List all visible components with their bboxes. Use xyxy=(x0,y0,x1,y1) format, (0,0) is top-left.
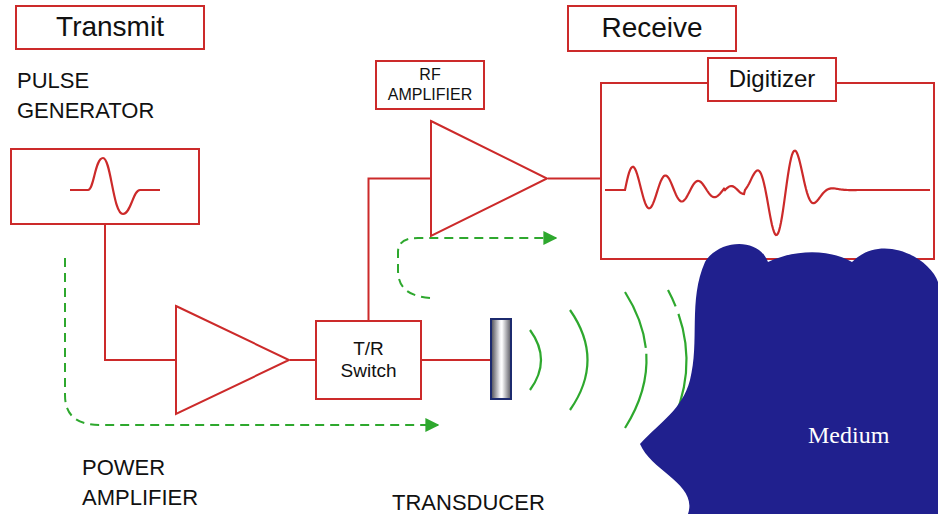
sound-wave xyxy=(530,330,541,390)
amplifier-outline xyxy=(431,121,547,236)
component-heading: PULSE GENERATOR xyxy=(17,66,207,125)
component-heading: TRANSDUCER xyxy=(392,490,545,514)
sound-wave xyxy=(625,292,647,428)
receive-path xyxy=(398,238,556,298)
section-title: Receive xyxy=(601,12,702,44)
signal-wire xyxy=(290,359,315,361)
rf-amplifier-triangle: RF AMPLIFIER xyxy=(430,120,548,237)
medium-outline xyxy=(630,230,938,514)
label-frame: RF AMPLIFIER xyxy=(375,60,485,110)
component-label: T/R Switch xyxy=(323,338,414,382)
amplifier-symbol xyxy=(175,305,290,415)
pulse-waveform xyxy=(70,158,160,214)
transducer-element: TRANSDUCER xyxy=(490,318,512,400)
power-amplifier-triangle: POWER AMPLIFIER xyxy=(175,305,290,415)
amplifier-outline xyxy=(176,306,289,414)
component-label: Digitizer xyxy=(729,66,816,92)
medium-label: Medium xyxy=(808,422,889,448)
transmit-path xyxy=(65,258,438,425)
signal-wire xyxy=(105,225,175,360)
signal-wire xyxy=(369,179,431,321)
digitizer-display: Digitizer xyxy=(600,82,935,260)
component-heading: POWER AMPLIFIER xyxy=(82,453,272,512)
sound-wave xyxy=(570,310,588,410)
section-label: Transmit xyxy=(15,5,205,50)
medium-region: Medium xyxy=(630,230,938,514)
echo-waveform xyxy=(605,151,930,235)
component-label: RF AMPLIFIER xyxy=(383,65,477,105)
section-label: Receive xyxy=(567,5,737,52)
signal-wire xyxy=(548,178,600,180)
amplifier-symbol xyxy=(430,120,548,237)
tr-switch-box: T/R Switch xyxy=(315,320,422,400)
medium-shape xyxy=(640,244,938,514)
section-title: Transmit xyxy=(56,11,164,43)
signal-wire xyxy=(422,359,490,361)
label-frame: Digitizer xyxy=(707,57,837,102)
pulse-generator-box: PULSE GENERATOR xyxy=(10,148,200,225)
